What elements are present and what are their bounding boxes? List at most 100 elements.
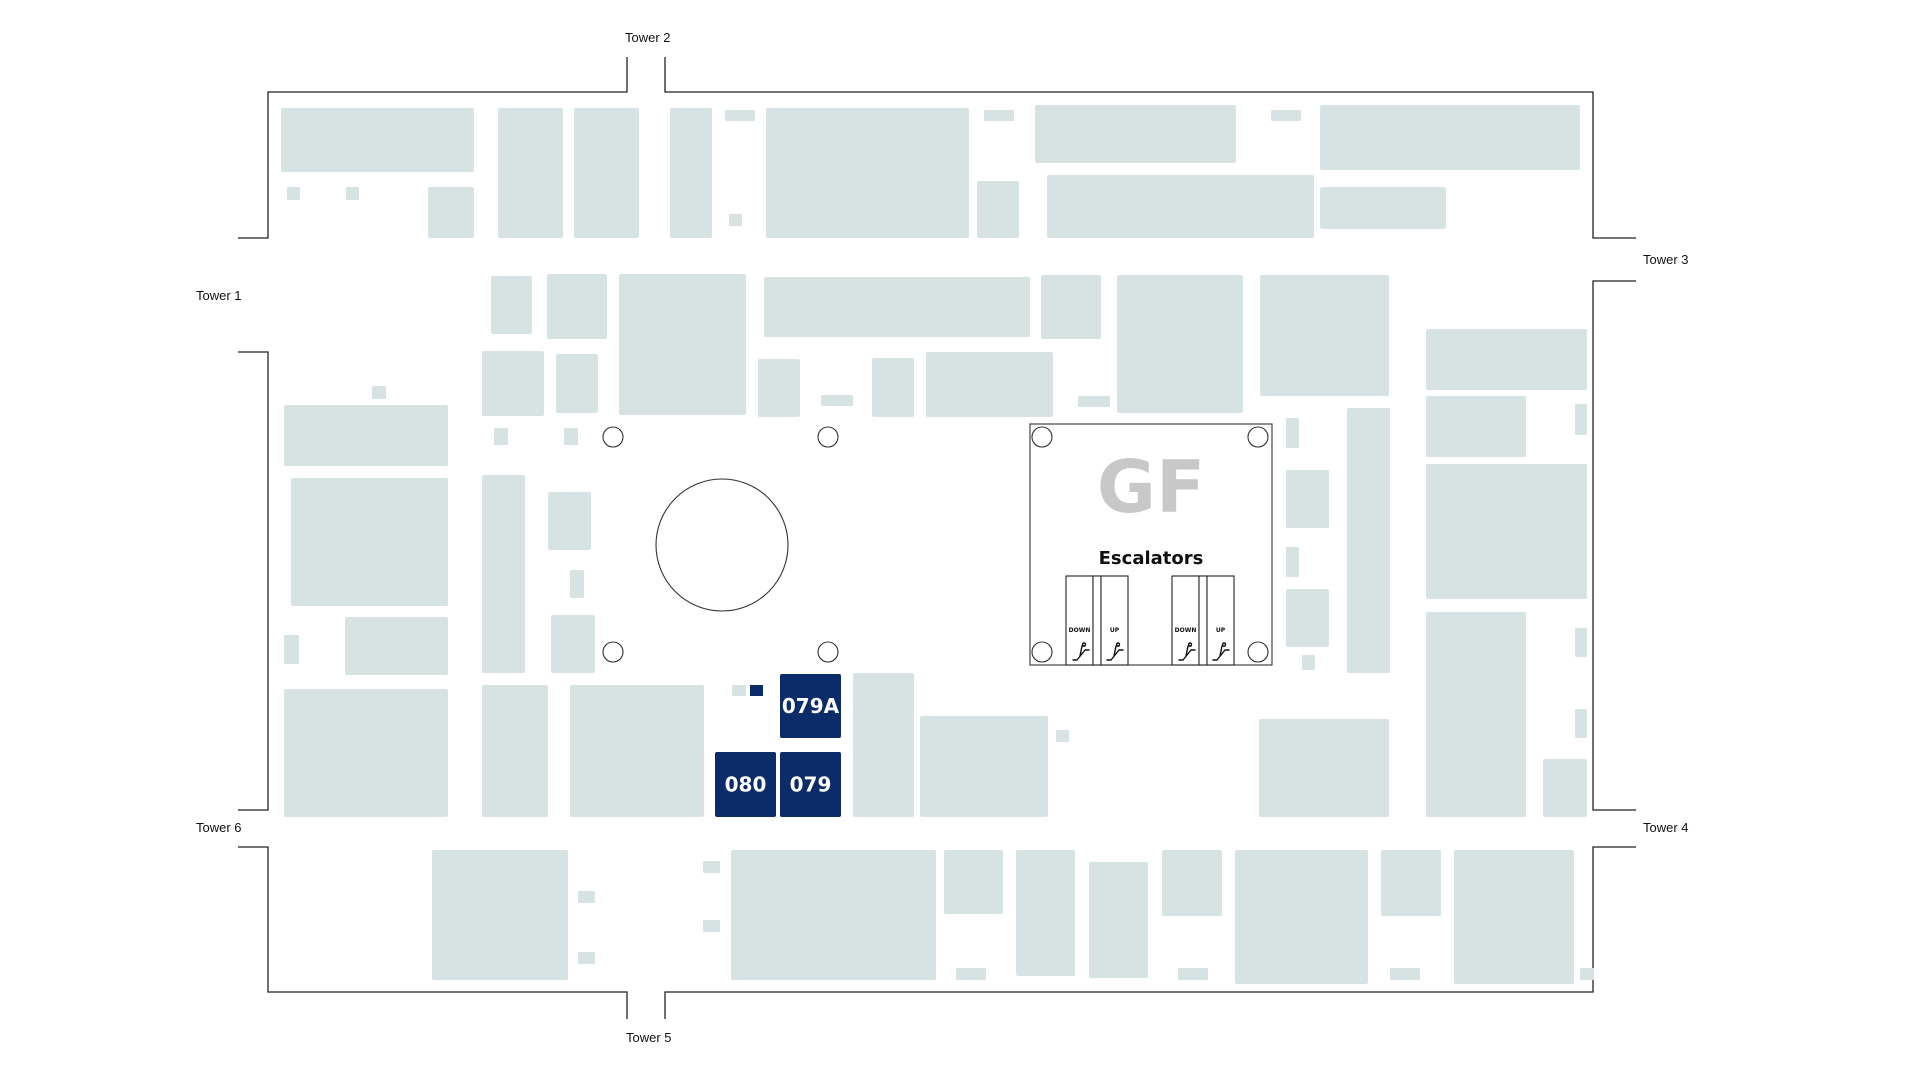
shop-unit[interactable] bbox=[1347, 408, 1390, 673]
shop-unit[interactable] bbox=[853, 673, 914, 817]
shop-unit[interactable] bbox=[482, 685, 548, 817]
shop-unit[interactable] bbox=[1320, 187, 1446, 229]
shop-unit[interactable] bbox=[764, 277, 1030, 337]
shop-unit[interactable] bbox=[482, 475, 525, 673]
shop-unit[interactable] bbox=[578, 891, 595, 903]
shop-unit[interactable] bbox=[1035, 105, 1236, 163]
shop-unit[interactable] bbox=[1260, 275, 1389, 396]
escalator-lane-1: DOWN bbox=[1065, 575, 1102, 666]
shop-unit[interactable] bbox=[1575, 628, 1587, 657]
shop-unit[interactable] bbox=[574, 108, 639, 238]
shop-unit[interactable] bbox=[1162, 850, 1222, 916]
shop-unit[interactable] bbox=[345, 617, 448, 675]
shop-unit[interactable] bbox=[1390, 968, 1420, 980]
shop-unit[interactable] bbox=[1056, 730, 1069, 742]
tower-4-label: Tower 4 bbox=[1643, 820, 1689, 835]
shop-unit[interactable] bbox=[1302, 655, 1315, 670]
shop-unit[interactable] bbox=[1047, 175, 1314, 238]
shop-units bbox=[281, 105, 1594, 984]
shop-unit[interactable] bbox=[1426, 612, 1526, 817]
shop-unit[interactable] bbox=[1286, 470, 1329, 528]
shop-unit[interactable] bbox=[281, 108, 474, 172]
shop-unit[interactable] bbox=[1286, 589, 1329, 647]
shop-unit[interactable] bbox=[766, 108, 969, 238]
shop-unit[interactable] bbox=[1286, 418, 1299, 448]
shop-unit[interactable] bbox=[1235, 850, 1368, 984]
shop-unit[interactable] bbox=[570, 570, 584, 598]
escalator-icon bbox=[1178, 642, 1196, 661]
shop-unit[interactable] bbox=[578, 952, 595, 964]
shop-unit[interactable] bbox=[1543, 759, 1587, 817]
shop-unit[interactable] bbox=[670, 108, 712, 238]
pillar bbox=[1031, 641, 1053, 663]
shop-unit[interactable] bbox=[548, 492, 591, 550]
shop-unit[interactable] bbox=[498, 108, 563, 238]
shop-unit[interactable] bbox=[284, 689, 448, 817]
shop-unit[interactable] bbox=[551, 615, 595, 673]
shop-unit[interactable] bbox=[564, 428, 578, 445]
shop-unit[interactable] bbox=[1016, 850, 1075, 976]
shop-unit[interactable] bbox=[1426, 329, 1587, 390]
escalator-lane-4: UP bbox=[1206, 575, 1235, 666]
shop-unit[interactable] bbox=[944, 850, 1003, 914]
shop-unit[interactable] bbox=[284, 405, 448, 466]
shop-unit[interactable] bbox=[491, 276, 532, 334]
escalator-area: GF Escalators DOWN UP DOWN UP bbox=[1029, 423, 1273, 666]
shop-unit[interactable] bbox=[1575, 709, 1587, 738]
tower-3-label: Tower 3 bbox=[1643, 252, 1689, 267]
shop-unit[interactable] bbox=[482, 351, 544, 416]
shop-unit[interactable] bbox=[287, 187, 300, 200]
tower-labels: Tower 1 Tower 2 Tower 3 Tower 4 Tower 5 … bbox=[196, 30, 1689, 1045]
pillar bbox=[1247, 641, 1269, 663]
shop-unit[interactable] bbox=[1381, 850, 1441, 916]
shop-unit[interactable] bbox=[284, 635, 299, 664]
shop-unit[interactable] bbox=[977, 181, 1019, 238]
shop-unit[interactable] bbox=[1580, 968, 1594, 980]
shop-unit[interactable] bbox=[1089, 862, 1148, 978]
shop-unit[interactable] bbox=[619, 274, 746, 415]
shop-unit[interactable] bbox=[872, 358, 914, 417]
shop-unit[interactable] bbox=[821, 395, 853, 406]
shop-unit[interactable] bbox=[428, 187, 474, 238]
shop-unit[interactable] bbox=[920, 716, 1048, 817]
shop-unit[interactable] bbox=[570, 685, 704, 817]
tower-1-label: Tower 1 bbox=[196, 288, 242, 303]
shop-unit[interactable] bbox=[432, 850, 568, 980]
shop-unit[interactable] bbox=[346, 187, 359, 200]
shop-unit[interactable] bbox=[1320, 105, 1580, 170]
shop-unit[interactable] bbox=[372, 386, 386, 399]
shop-unit[interactable] bbox=[1041, 275, 1101, 339]
shop-unit[interactable] bbox=[1454, 850, 1574, 984]
escalator-lane-4-label: UP bbox=[1216, 627, 1226, 634]
shop-unit[interactable] bbox=[725, 110, 755, 121]
shop-unit[interactable] bbox=[1259, 719, 1389, 817]
escalator-icon bbox=[1106, 642, 1124, 661]
shop-unit[interactable] bbox=[984, 110, 1014, 121]
shop-unit[interactable] bbox=[1117, 275, 1243, 413]
shop-unit[interactable] bbox=[547, 274, 607, 339]
shop-unit[interactable] bbox=[1271, 110, 1301, 121]
shop-unit[interactable] bbox=[703, 920, 720, 932]
unit-079[interactable]: 079 bbox=[780, 752, 841, 817]
shop-unit[interactable] bbox=[956, 968, 986, 980]
shop-unit[interactable] bbox=[291, 478, 448, 606]
shop-unit[interactable] bbox=[494, 428, 508, 445]
escalator-lane-3: DOWN bbox=[1171, 575, 1208, 666]
shop-unit[interactable] bbox=[556, 354, 598, 413]
shop-unit[interactable] bbox=[1078, 396, 1110, 407]
shop-unit[interactable] bbox=[731, 850, 936, 980]
shop-unit[interactable] bbox=[1426, 396, 1526, 457]
shop-unit[interactable] bbox=[1426, 464, 1587, 599]
escalator-icon bbox=[1072, 642, 1090, 661]
shop-unit[interactable] bbox=[1575, 404, 1587, 435]
shop-unit[interactable] bbox=[926, 352, 1053, 417]
shop-unit[interactable] bbox=[732, 685, 746, 696]
shop-unit[interactable] bbox=[729, 214, 742, 226]
shop-unit[interactable] bbox=[1178, 968, 1208, 980]
shop-unit[interactable] bbox=[703, 861, 720, 873]
unit-079a[interactable]: 079A bbox=[780, 674, 841, 738]
shop-unit[interactable] bbox=[1286, 547, 1299, 577]
pillar bbox=[817, 426, 839, 448]
shop-unit[interactable] bbox=[758, 359, 800, 417]
unit-080[interactable]: 080 bbox=[715, 752, 776, 817]
